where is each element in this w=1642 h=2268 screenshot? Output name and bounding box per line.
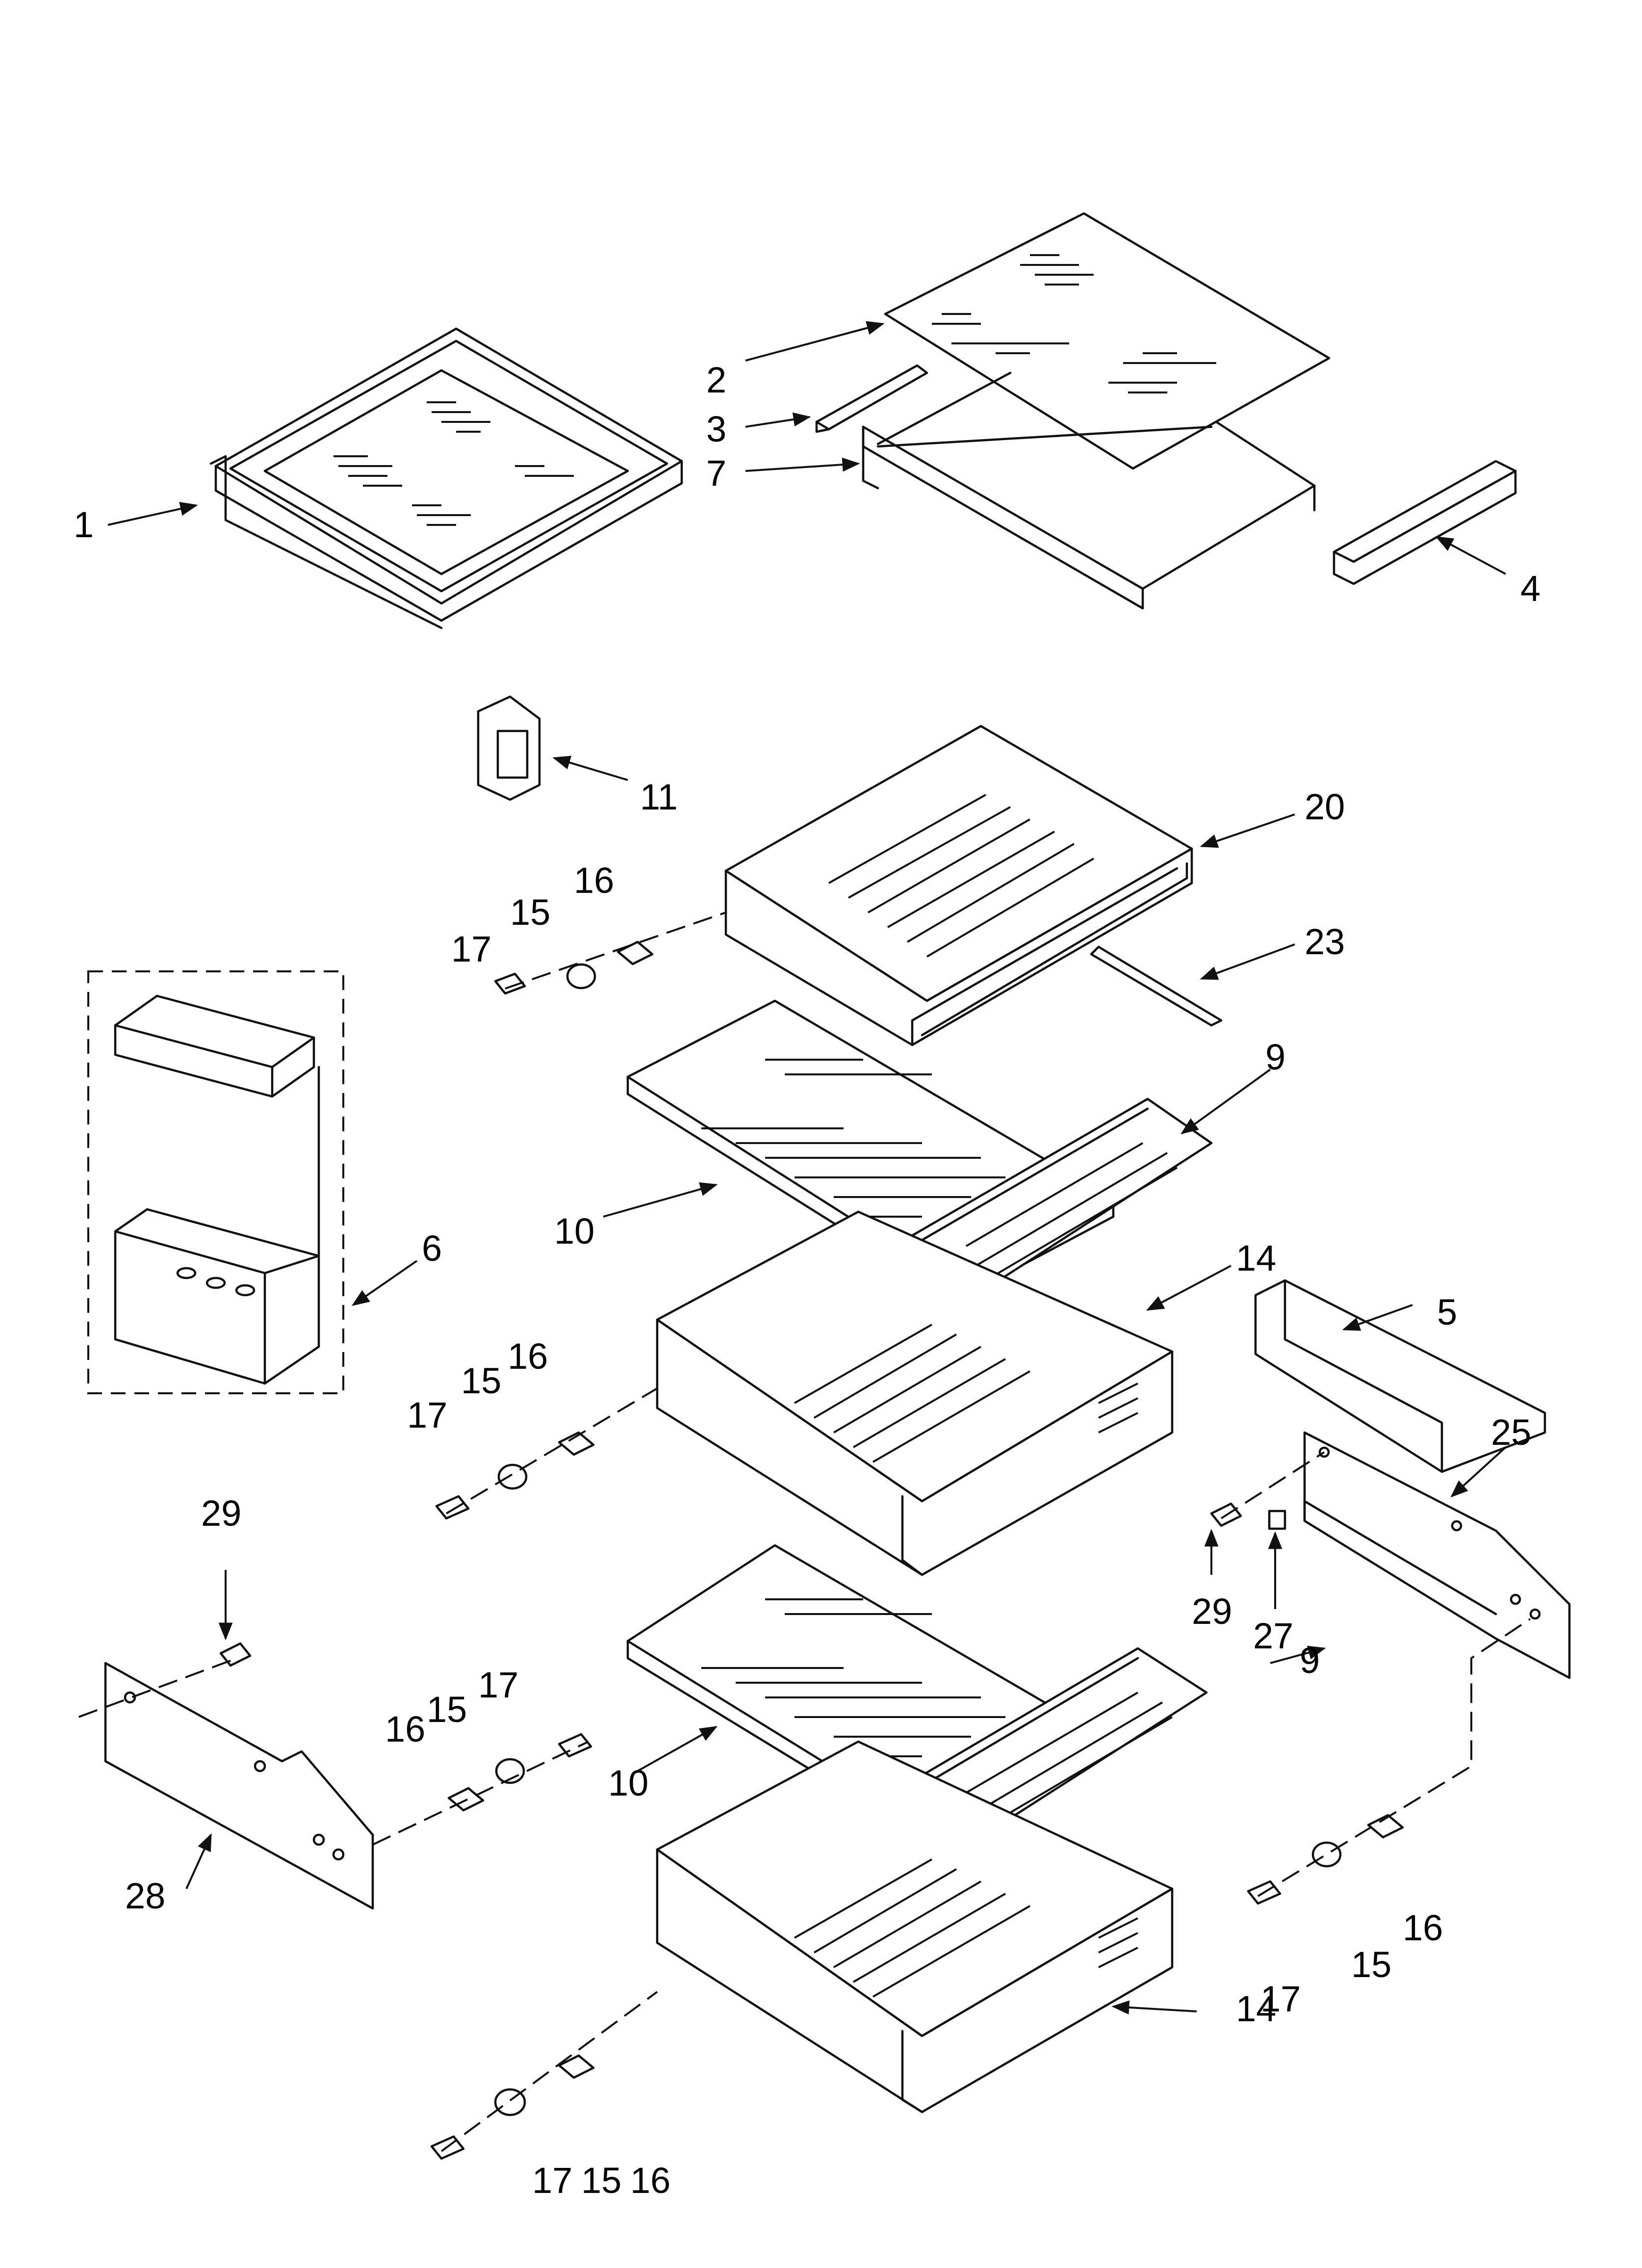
- callout-17-a: 17: [451, 929, 491, 969]
- bracket-part-11: [477, 695, 541, 801]
- butter-bin-assembly-part-6: [87, 970, 344, 1394]
- callout-7: 7: [706, 453, 726, 494]
- callout-20: 20: [1305, 786, 1345, 827]
- screw-icon: [435, 1495, 470, 1520]
- leader-lines: [107, 321, 1507, 2015]
- callout-1: 1: [74, 504, 94, 545]
- callout-9-lower: 9: [1300, 1640, 1320, 1681]
- screw-icon: [494, 972, 526, 995]
- clip-part-27: [1268, 1510, 1286, 1530]
- callout-29-right: 29: [1192, 1591, 1232, 1632]
- drawer-part-14-upper: [656, 1210, 1174, 1576]
- fasteners: [78, 912, 1531, 2160]
- callout-28: 28: [125, 1876, 165, 1916]
- callout-25: 25: [1491, 1412, 1531, 1453]
- callout-2: 2: [706, 360, 726, 400]
- glass-panel-part-2: [884, 212, 1331, 470]
- left-bracket-part-28: [104, 1662, 374, 1910]
- trim-part-3: [815, 364, 928, 433]
- glass-shelf-part-1: [209, 327, 683, 629]
- bushing-icon: [558, 1431, 595, 1456]
- callout-17-b: 17: [407, 1395, 447, 1435]
- callout-15-b: 15: [461, 1360, 501, 1401]
- bushing-icon: [1367, 1814, 1404, 1839]
- callout-15-d: 15: [581, 2160, 621, 2201]
- callout-11: 11: [640, 777, 678, 817]
- crisper-drawer-part-20: [724, 725, 1193, 1046]
- callout-4: 4: [1520, 568, 1540, 609]
- bushing-icon: [616, 940, 654, 965]
- callout-14-upper: 14: [1236, 1238, 1276, 1278]
- callout-16-a: 16: [574, 860, 614, 901]
- callout-9-upper: 9: [1265, 1037, 1285, 1077]
- washer-icon: [497, 1463, 528, 1490]
- washer-icon: [566, 963, 596, 990]
- drawer-rail-part-23: [1090, 945, 1223, 1027]
- callout-16-b: 16: [508, 1336, 548, 1377]
- callout-16-e: 16: [1403, 1907, 1443, 1948]
- rear-rail-part-4: [1333, 460, 1517, 585]
- callout-17-c: 17: [478, 1665, 518, 1705]
- callout-15-a: 15: [510, 892, 550, 933]
- callout-17-e: 17: [1260, 1979, 1301, 2019]
- callout-10-lower: 10: [608, 1763, 648, 1803]
- callout-labels: 1 2 3 7 4 11 20 23 9 10 6 14 5 25 29 27 …: [74, 360, 1540, 2201]
- callout-16-d: 16: [630, 2160, 670, 2201]
- callout-16-c: 16: [385, 1709, 425, 1749]
- right-bracket-part-25: [1303, 1431, 1571, 1679]
- bushing-icon: [558, 2054, 595, 2079]
- callout-3: 3: [706, 409, 726, 449]
- drawer-part-14-lower: [656, 1740, 1174, 2113]
- callout-10-upper: 10: [554, 1211, 594, 1251]
- callout-15-c: 15: [427, 1689, 467, 1730]
- shelf-frame-part-7: [862, 371, 1316, 610]
- callout-29-left: 29: [201, 1493, 241, 1534]
- callout-23: 23: [1305, 921, 1345, 962]
- callout-17-d: 17: [532, 2160, 572, 2201]
- callout-5: 5: [1437, 1292, 1457, 1332]
- rail-part-5: [1254, 1279, 1546, 1473]
- washer-icon: [1311, 1841, 1342, 1868]
- callout-15-e: 15: [1351, 1944, 1391, 1985]
- washer-icon: [495, 1758, 525, 1784]
- callout-27: 27: [1253, 1616, 1293, 1656]
- callout-14-lower: 14: [1236, 1988, 1276, 2029]
- callout-6: 6: [422, 1228, 442, 1269]
